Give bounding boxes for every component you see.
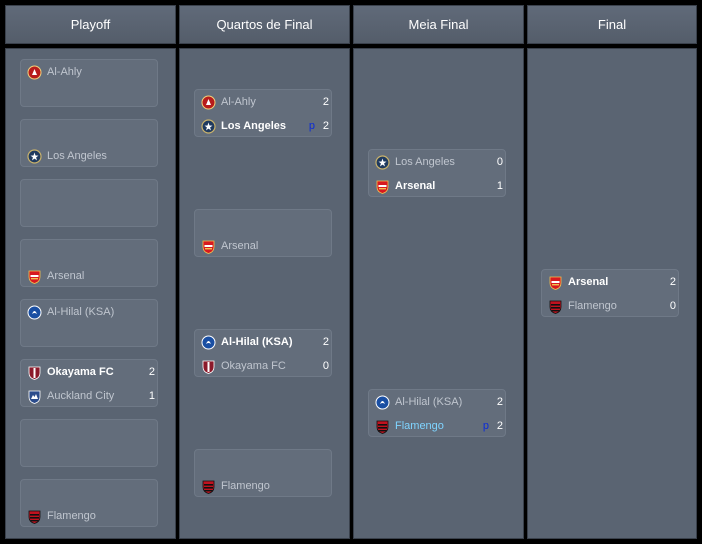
team-score: 0	[322, 360, 329, 372]
team-name: Okayama FC	[221, 360, 286, 372]
header-quarterfinals: Quartos de Final	[179, 5, 350, 44]
column-semifinals	[353, 48, 524, 539]
team-name: Los Angeles	[221, 120, 286, 132]
team-name: Flamengo	[221, 480, 270, 492]
team-name: Auckland City	[47, 390, 115, 402]
team-score: 1	[148, 390, 155, 402]
team-score: 2	[148, 366, 155, 378]
team-name: Los Angeles	[395, 156, 455, 168]
al-ahly-crest-icon	[27, 65, 42, 79]
team-slot[interactable]: Los Angeles 0	[375, 152, 503, 172]
flamengo-crest-icon	[376, 420, 389, 434]
flamengo-crest-icon	[202, 480, 215, 494]
team-name: Flamengo	[395, 420, 444, 432]
okayama-crest-icon	[28, 366, 41, 380]
match-box[interactable]: Flamengo	[194, 449, 332, 497]
team-name: Al-Hilal (KSA)	[47, 306, 115, 318]
team-name: Al-Hilal (KSA)	[395, 396, 463, 408]
team-slot[interactable]: Flamengo	[27, 506, 155, 526]
flamengo-crest-icon	[28, 510, 41, 524]
header-semifinals: Meia Final	[353, 5, 524, 44]
team-slot[interactable]: Flamengo	[201, 476, 329, 496]
team-name: Flamengo	[47, 510, 96, 522]
team-slot[interactable]: Okayama FC 0	[201, 356, 329, 376]
header-final: Final	[527, 5, 697, 44]
team-slot[interactable]: Auckland City 1	[27, 386, 155, 406]
team-name: Al-Ahly	[221, 96, 256, 108]
team-slot[interactable]: Arsenal	[27, 266, 155, 286]
auckland-city-crest-icon	[28, 390, 41, 404]
al-hilal-crest-icon	[375, 395, 390, 409]
header-playoff: Playoff	[5, 5, 176, 44]
al-ahly-crest-icon	[201, 95, 216, 109]
team-slot[interactable]: Flamengo 0	[548, 296, 676, 316]
team-score: 2	[322, 120, 329, 132]
team-slot[interactable]: Arsenal 2	[548, 272, 676, 292]
penalty-marker: p	[482, 420, 489, 432]
team-name: Al-Ahly	[47, 66, 82, 78]
penalty-marker: p	[308, 120, 315, 132]
los-angeles-crest-icon	[201, 118, 216, 134]
arsenal-crest-icon	[202, 240, 215, 254]
team-slot[interactable]: Al-Ahly 2	[201, 92, 329, 112]
team-slot[interactable]: Al-Hilal (KSA) 2	[201, 332, 329, 352]
team-name: Arsenal	[221, 240, 259, 252]
team-slot[interactable]: Al-Hilal (KSA) 2	[375, 392, 503, 412]
match-box[interactable]: Flamengo	[20, 479, 158, 527]
team-name: Al-Hilal (KSA)	[221, 336, 293, 348]
los-angeles-crest-icon	[27, 148, 42, 164]
match-box[interactable]: Al-Ahly	[20, 59, 158, 107]
match-box[interactable]: Arsenal	[20, 239, 158, 287]
team-score: 2	[322, 96, 329, 108]
team-score: 2	[496, 420, 503, 432]
team-score: 2	[322, 336, 329, 348]
team-score: 0	[496, 156, 503, 168]
team-name: Arsenal	[568, 276, 609, 288]
team-name: Okayama FC	[47, 366, 114, 378]
match-box[interactable]: Los Angeles	[20, 119, 158, 167]
team-score: 2	[496, 396, 503, 408]
team-score: 1	[496, 180, 503, 192]
team-score: 2	[669, 276, 676, 288]
arsenal-crest-icon	[549, 276, 562, 290]
team-slot[interactable]: Okayama FC 2	[27, 362, 155, 382]
team-name: Arsenal	[395, 180, 436, 192]
al-hilal-crest-icon	[201, 335, 216, 349]
match-box[interactable]	[20, 419, 158, 467]
flamengo-crest-icon	[549, 300, 562, 314]
al-hilal-crest-icon	[27, 305, 42, 319]
match-box[interactable]: Arsenal	[194, 209, 332, 257]
los-angeles-crest-icon	[375, 154, 390, 170]
team-name: Flamengo	[568, 300, 617, 312]
team-score: 0	[669, 300, 676, 312]
team-slot[interactable]: Al-Hilal (KSA)	[27, 302, 155, 322]
arsenal-crest-icon	[28, 270, 41, 284]
team-slot[interactable]: Arsenal	[201, 236, 329, 256]
team-name: Los Angeles	[47, 150, 107, 162]
team-name: Arsenal	[47, 270, 85, 282]
match-box[interactable]	[20, 179, 158, 227]
okayama-crest-icon	[202, 360, 215, 374]
team-slot[interactable]: Al-Ahly	[27, 62, 155, 82]
arsenal-crest-icon	[376, 180, 389, 194]
team-slot[interactable]: Los Angeles	[27, 146, 155, 166]
team-slot[interactable]: Arsenal 1	[375, 176, 503, 196]
match-box[interactable]: Al-Hilal (KSA)	[20, 299, 158, 347]
